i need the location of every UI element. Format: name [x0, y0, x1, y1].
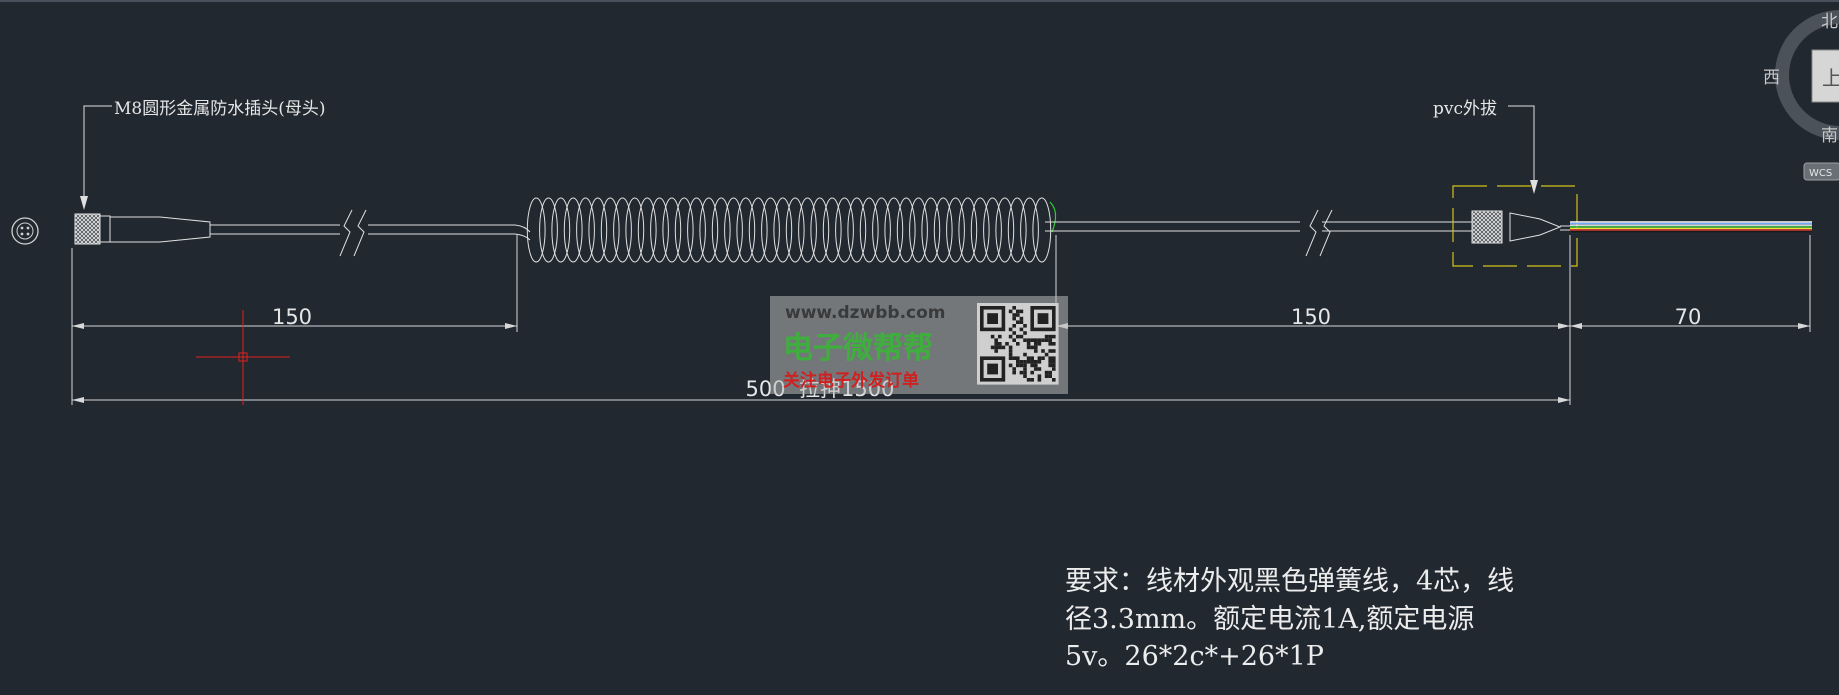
- dim-right-straight: 150: [1291, 305, 1331, 329]
- coil-turn: [625, 197, 645, 263]
- connector-label: M8圆形金属防水插头(母头): [114, 99, 326, 119]
- coil-turn: [946, 197, 965, 263]
- coil-turn: [576, 197, 595, 263]
- coil-end-marker: [1049, 201, 1057, 233]
- coil-turn: [699, 197, 719, 263]
- requirements-line-1: 要求：线材外观黑色弹簧线，4芯，线: [1065, 566, 1514, 597]
- stripped-wires: [1570, 221, 1812, 233]
- dim-left-straight: 150: [272, 305, 312, 329]
- dim-strip-length: 70: [1675, 305, 1702, 329]
- coil-turn: [563, 197, 583, 263]
- coil-turn: [1007, 197, 1027, 263]
- coil-turn: [748, 197, 768, 263]
- pvc-strain-relief: [1452, 185, 1578, 267]
- coil-turn: [958, 197, 978, 263]
- coil-turn: [613, 197, 632, 263]
- coil-turn: [674, 197, 694, 263]
- coil-turn: [896, 197, 916, 263]
- coil-turn: [736, 197, 756, 263]
- coil-turn: [539, 197, 558, 263]
- break-mark-right: [1305, 209, 1333, 257]
- coil-turn: [1032, 197, 1052, 263]
- dimension-lines: [71, 235, 1811, 405]
- pvc-label: pvc外拔: [1433, 99, 1497, 119]
- wcs-menu-button[interactable]: [1803, 162, 1839, 181]
- viewcube-north[interactable]: 北: [1821, 12, 1838, 32]
- requirements-line-3: 5v。26*2c*+26*1P: [1065, 641, 1324, 672]
- coil-turn: [724, 197, 743, 263]
- watermark-qr-code: [977, 303, 1059, 385]
- coil-turn: [785, 197, 805, 263]
- viewcube-top-face[interactable]: [1811, 49, 1839, 103]
- viewcube-south[interactable]: 南: [1821, 126, 1838, 146]
- coil-turn: [810, 197, 830, 263]
- viewcube-compass-ring[interactable]: [1775, 10, 1839, 140]
- coil-turn: [773, 197, 793, 263]
- coil-turn: [761, 197, 780, 263]
- cable-right-straight: [1045, 221, 1475, 232]
- coil-turn: [798, 197, 817, 263]
- break-mark-left: [339, 209, 367, 257]
- coil-turn: [983, 197, 1002, 263]
- connector-end-view: [11, 217, 39, 245]
- coil-turn: [872, 197, 891, 263]
- requirements-line-2: 径3.3mm。额定电流1A,额定电源: [1065, 604, 1474, 635]
- viewcube-face-label: 上: [1822, 66, 1839, 90]
- coil-turn: [662, 197, 682, 263]
- watermark-brand: 电子微帮帮: [783, 331, 933, 366]
- coil-turn: [884, 197, 904, 263]
- watermark-slogan: 关注电子外发订单: [783, 370, 919, 391]
- coil-turn: [588, 197, 608, 263]
- crosshair-cursor: [196, 310, 290, 405]
- coil-turn: [970, 197, 990, 263]
- coil-turn: [600, 197, 620, 263]
- coil-turn: [835, 197, 854, 263]
- viewcube[interactable]: 上 北 西 南 WCS: [1763, 10, 1839, 181]
- coil-turn: [551, 197, 571, 263]
- coil-turn: [847, 197, 867, 263]
- coil-turn: [1020, 197, 1039, 263]
- coil-turn: [687, 197, 706, 263]
- coil-turn: [921, 197, 941, 263]
- connector-leader: [80, 105, 112, 210]
- coil-turn: [637, 197, 657, 263]
- cable-left-straight: [210, 224, 531, 241]
- viewcube-west[interactable]: 西: [1763, 68, 1780, 88]
- coil-turn: [995, 197, 1015, 263]
- watermark-url: www.dzwbb.com: [785, 303, 946, 323]
- wcs-label: WCS: [1809, 168, 1832, 179]
- coil-turn: [650, 197, 669, 263]
- coil-turn: [822, 197, 842, 263]
- watermark: www.dzwbb.com 电子微帮帮 关注电子外发订单: [770, 296, 1068, 394]
- coil-turn: [859, 197, 879, 263]
- coil-turn: [711, 197, 731, 263]
- coiled-cable: [526, 197, 1052, 263]
- coil-turn: [933, 197, 953, 263]
- pvc-leader: [1508, 105, 1538, 194]
- coil-turn: [909, 197, 928, 263]
- coil-turn: [526, 197, 546, 263]
- m8-connector: [74, 213, 211, 245]
